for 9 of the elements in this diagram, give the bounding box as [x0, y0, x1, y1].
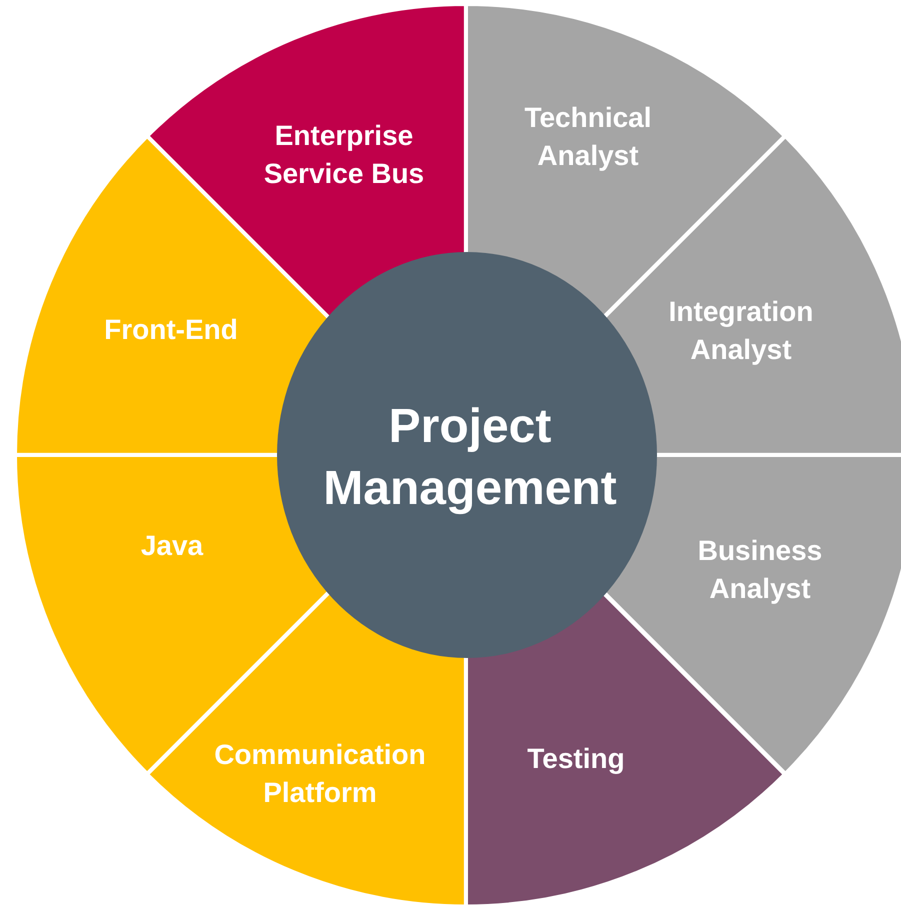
segment-label: Java — [140, 529, 204, 563]
segment-label: Integration Analyst — [668, 294, 814, 367]
segment-label: Front-End — [103, 312, 239, 347]
segment-label: Business Analyst — [696, 534, 824, 606]
segment-label: Communication Platform — [213, 738, 427, 810]
hub-title: Project Management — [322, 399, 618, 517]
segment-label: Technical Analyst — [523, 101, 653, 173]
segment-label: Enterprise Service Bus — [262, 119, 426, 191]
segment-label: Testing — [526, 742, 626, 776]
